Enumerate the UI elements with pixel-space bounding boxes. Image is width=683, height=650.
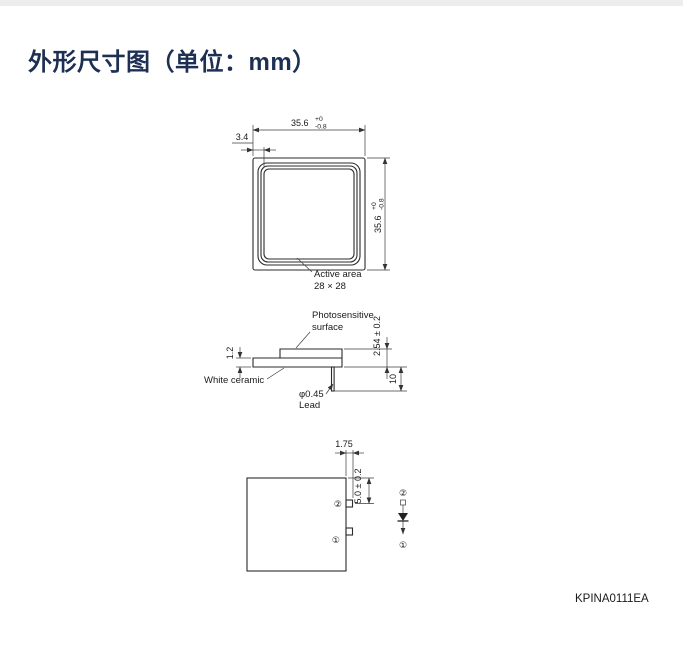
dim-width: 35.6 xyxy=(291,118,309,128)
active-area-label: Active area xyxy=(314,269,362,280)
package-step-line xyxy=(257,162,361,266)
pin2-pad xyxy=(345,499,354,508)
dim-lead-length-group: 10 xyxy=(388,374,398,384)
side-view: Photosensitive surface White ceramic 1.2… xyxy=(204,310,407,411)
dim-height-lines xyxy=(367,157,390,271)
symbol-bottom-label: ① xyxy=(399,540,407,550)
symbol-terminal-square xyxy=(400,499,406,506)
dim-edge-thickness-lines xyxy=(236,347,251,378)
dim-pin-position-lines xyxy=(348,477,374,504)
photodiode-symbol: ② ① xyxy=(397,488,409,550)
active-area-size: 28 × 28 xyxy=(314,281,346,292)
dim-window-offset: 3.4 xyxy=(236,132,249,142)
top-border-strip xyxy=(0,0,683,6)
page-title: 外形尺寸图（单位：mm） xyxy=(28,49,317,76)
dim-pin-position: 5.0 ± 0.2 xyxy=(353,469,363,504)
dim-width-tol-minus: -0.8 xyxy=(315,124,327,131)
dim-height-tol-minus: -0.8 xyxy=(379,198,386,210)
dim-width-tol-plus: +0 xyxy=(315,116,323,123)
dim-window-offset-lines xyxy=(232,142,276,167)
package-outline xyxy=(252,157,366,271)
symbol-top-label: ② xyxy=(399,488,407,498)
white-ceramic-label: White ceramic xyxy=(204,375,264,386)
lead-leader xyxy=(325,383,334,395)
dim-height: 35.6 xyxy=(373,215,383,233)
bottom-view: ② ① 1.75 5.0 ± 0.2 xyxy=(246,439,374,572)
pin1-label: ① xyxy=(332,535,340,545)
lead-label: Lead xyxy=(299,400,320,411)
dim-height-tol-plus: +0 xyxy=(371,202,378,210)
dim-width-lines xyxy=(252,125,366,156)
photosensitive-label-1: Photosensitive xyxy=(312,310,374,321)
photosensitive-label-2: surface xyxy=(312,322,343,333)
active-area-outline xyxy=(263,168,355,260)
window-outline xyxy=(260,165,358,263)
document-code: KPINA0111EA xyxy=(575,593,649,605)
dim-pin-offset: 1.75 xyxy=(335,439,353,449)
pin1-pad xyxy=(345,527,354,536)
top-view: 35.6 +0 -0.8 3.4 35.6 +0 -0.8 Active are… xyxy=(232,116,390,292)
dim-height-group: 35.6 +0 -0.8 xyxy=(371,198,386,233)
package-back-outline xyxy=(246,477,347,572)
active-area-leader xyxy=(296,257,313,273)
pin2-label: ② xyxy=(334,499,342,509)
diode-triangle-icon xyxy=(398,513,408,521)
lead-pin-profile xyxy=(330,366,335,392)
white-ceramic-leader xyxy=(266,367,285,380)
dim-lead-length: 10 xyxy=(388,374,398,384)
dim-edge-thickness: 1.2 xyxy=(225,347,235,360)
dim-side-height-group: 2.54 ± 0.2 xyxy=(372,316,382,356)
dim-side-height: 2.54 ± 0.2 xyxy=(372,316,382,356)
dim-edge-thickness-group: 1.2 xyxy=(225,347,235,360)
dim-pin-position-group: 5.0 ± 0.2 xyxy=(353,469,363,504)
dim-side-height-lines xyxy=(344,337,407,379)
dim-pin-offset-lines xyxy=(335,450,364,498)
photosensitive-leader xyxy=(295,331,311,349)
dim-lead-length-lines xyxy=(334,366,407,392)
lead-diameter-label: φ0.45 xyxy=(299,389,324,400)
